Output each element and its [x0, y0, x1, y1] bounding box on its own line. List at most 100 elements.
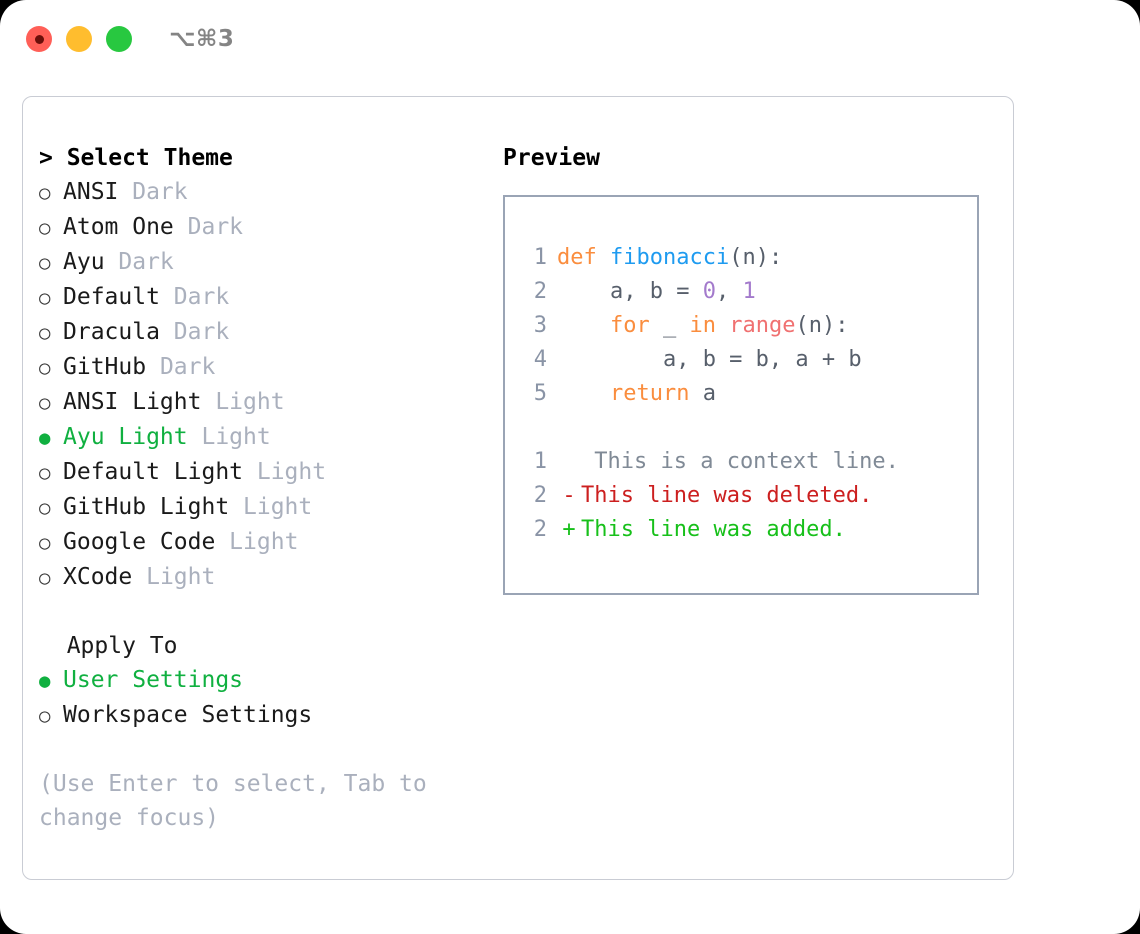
theme-option-ayu-light[interactable]: ●Ayu Light Light	[39, 420, 485, 455]
theme-option-label: Google Code	[63, 529, 216, 555]
code-token-kw: return	[557, 381, 703, 406]
theme-option-variant: Light	[187, 424, 271, 450]
close-icon	[34, 34, 44, 44]
code-line-number: 5	[533, 381, 547, 406]
minimize-button[interactable]	[66, 26, 92, 52]
diff-sign-add: +	[562, 517, 576, 542]
theme-option-variant: Light	[215, 529, 299, 555]
code-token-kw: for	[557, 313, 663, 338]
code-line-text: a, b = 0, 1	[557, 275, 756, 309]
code-line: 2 a, b = 0, 1	[523, 275, 977, 309]
spacer-2	[39, 733, 485, 767]
title-bar: ⌥⌘3	[0, 0, 1140, 78]
theme-option-label: GitHub	[63, 354, 147, 380]
radio-unselected-icon: ○	[39, 357, 51, 379]
code-line-text: def fibonacci(n):	[557, 241, 782, 275]
theme-option-ansi-light[interactable]: ○ ANSI Light Light	[39, 385, 485, 420]
apply-to-option-label: User Settings	[63, 667, 244, 693]
theme-option-label: ANSI Light	[63, 389, 202, 415]
radio-unselected-icon: ○	[39, 252, 51, 274]
theme-option-default-light[interactable]: ○Default Light Light	[39, 455, 485, 490]
apply-to-option-label: Workspace Settings	[63, 702, 313, 728]
theme-option-variant: Light	[132, 564, 216, 590]
code-token-plain: _	[662, 313, 690, 338]
select-theme-heading: > Select Theme	[39, 145, 233, 171]
close-button[interactable]	[26, 26, 52, 52]
theme-option-variant: Dark	[173, 214, 244, 240]
code-token-kw: def	[557, 245, 610, 270]
theme-option-label: Atom One	[63, 214, 174, 240]
theme-option-label: Default	[63, 284, 160, 310]
radio-unselected-icon: ○	[39, 532, 51, 554]
diff-sign-del: -	[562, 483, 576, 508]
apply-to-option-workspace-settings[interactable]: ○ Workspace Settings	[39, 698, 485, 733]
diff-line-del: 2-This line was deleted.	[523, 479, 977, 513]
code-line-text: for _ in range(n):	[557, 309, 848, 343]
radio-unselected-icon: ○	[39, 567, 51, 589]
apply-to-option-user-settings[interactable]: ● User Settings	[39, 663, 485, 698]
maximize-button[interactable]	[106, 26, 132, 52]
preview-heading: Preview	[503, 145, 600, 171]
theme-option-label: Default Light	[63, 459, 244, 485]
theme-option-label: Ayu Light	[63, 424, 188, 450]
code-spacer	[523, 411, 977, 445]
code-token-num: 0	[702, 279, 716, 304]
diff-line-add: 2+This line was added.	[523, 513, 977, 547]
theme-option-xcode[interactable]: ○ XCode Light	[39, 560, 485, 595]
code-line-number: 2	[533, 279, 547, 304]
diff-line-context: 1 This is a context line.	[523, 445, 977, 479]
apply-to-list: ● User Settings ○ Workspace Settings	[39, 663, 485, 733]
main-panel: > Select Theme ○ANSI Dark○Atom One Dark○…	[22, 96, 1014, 880]
code-line-number: 1	[533, 245, 547, 270]
radio-unselected-icon: ○	[39, 497, 51, 519]
theme-option-label: XCode	[63, 564, 133, 590]
radio-unselected-icon: ○	[39, 705, 51, 727]
radio-unselected-icon: ○	[39, 322, 51, 344]
code-line-number: 3	[533, 313, 547, 338]
code-line-text: return a	[557, 377, 716, 411]
spacer	[39, 595, 485, 629]
theme-option-google-code[interactable]: ○ Google Code Light	[39, 525, 485, 560]
theme-option-variant: Light	[229, 494, 313, 520]
theme-list: ○ANSI Dark○Atom One Dark○Ayu Dark○Defaul…	[39, 175, 485, 595]
code-token-plain: a, b = b, a + b	[557, 347, 862, 372]
keyboard-hint-text: (Use Enter to select, Tab to change focu…	[39, 771, 427, 831]
diff-sign-context	[557, 445, 581, 479]
radio-unselected-icon: ○	[39, 182, 51, 204]
theme-option-label: Ayu	[63, 249, 105, 275]
theme-option-variant: Dark	[104, 249, 174, 275]
theme-option-github-light[interactable]: ○ GitHub Light Light	[39, 490, 485, 525]
theme-option-github[interactable]: ○GitHub Dark	[39, 350, 485, 385]
theme-option-ansi[interactable]: ○ANSI Dark	[39, 175, 485, 210]
theme-option-label: GitHub Light	[63, 494, 230, 520]
theme-option-variant: Dark	[159, 284, 230, 310]
code-token-plain: a, b =	[557, 279, 703, 304]
theme-option-variant: Dark	[159, 319, 230, 345]
theme-option-variant: Light	[201, 389, 285, 415]
radio-unselected-icon: ○	[39, 392, 51, 414]
theme-option-default[interactable]: ○Default Dark	[39, 280, 485, 315]
code-token-builtin: range	[729, 313, 796, 338]
diff-line-number: 1	[533, 449, 547, 474]
code-token-plain: a	[702, 381, 716, 406]
code-line: 5 return a	[523, 377, 977, 411]
diff-line-text: This is a context line.	[581, 449, 899, 474]
code-token-punct: (n):	[729, 245, 783, 270]
theme-option-label: Dracula	[63, 319, 160, 345]
traffic-lights	[26, 26, 132, 52]
keyboard-shortcut-label: ⌥⌘3	[169, 26, 235, 52]
code-line: 1 def fibonacci(n):	[523, 241, 977, 275]
theme-option-ayu[interactable]: ○ Ayu Dark	[39, 245, 485, 280]
code-line: 4 a, b = b, a + b	[523, 343, 977, 377]
theme-option-dracula[interactable]: ○ Dracula Dark	[39, 315, 485, 350]
code-token-num: 1	[742, 279, 756, 304]
theme-option-atom-one[interactable]: ○Atom One Dark	[39, 210, 485, 245]
code-line-number: 4	[533, 347, 547, 372]
diff-line-text: This line was added.	[581, 517, 846, 542]
radio-selected-icon: ●	[39, 670, 51, 692]
theme-option-variant: Light	[243, 459, 327, 485]
theme-option-label: ANSI	[63, 179, 119, 205]
apply-to-heading: Apply To	[39, 633, 178, 659]
